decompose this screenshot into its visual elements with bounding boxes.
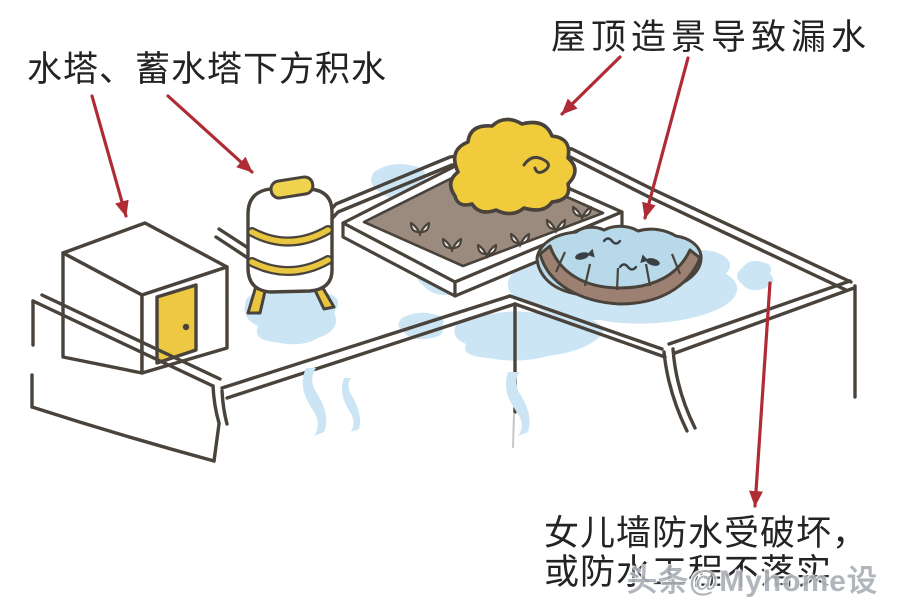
right-notch-curve-a bbox=[662, 350, 689, 433]
arrow-to-tank bbox=[166, 94, 254, 174]
bulkhead-door bbox=[155, 283, 198, 365]
front-right-inner-edge bbox=[508, 294, 664, 351]
shrub-cloud bbox=[448, 117, 577, 216]
left-wall-bottom-edge bbox=[30, 405, 216, 463]
water-tank bbox=[246, 175, 336, 315]
front-left-jog-b bbox=[220, 389, 229, 426]
label-parapet-line1: 女儿墙防水受破坏， bbox=[544, 514, 869, 553]
right-notch-curve-b bbox=[671, 347, 697, 430]
door-knob bbox=[182, 323, 190, 331]
annotation-arrows bbox=[90, 55, 772, 508]
front-left-inner-edge bbox=[220, 294, 512, 390]
tank-strap-1 bbox=[249, 227, 331, 245]
label-water-tank: 水塔、蓄水塔下方积水 bbox=[27, 50, 388, 89]
brick-joints bbox=[554, 251, 682, 291]
puddle-under-tank bbox=[244, 288, 339, 345]
wall-drips bbox=[302, 368, 530, 436]
front-right-upper-outer bbox=[673, 286, 856, 355]
front-left-outer-edge bbox=[225, 302, 517, 400]
pond-brick-edge bbox=[538, 244, 702, 306]
arrow-to-parapet-text bbox=[749, 281, 772, 508]
pond-fish-icon bbox=[575, 248, 660, 266]
left-jog-rise bbox=[212, 422, 221, 463]
tank-cap bbox=[269, 175, 315, 200]
left-wall-outer-edge bbox=[31, 299, 215, 388]
shrub-swirl bbox=[522, 155, 550, 174]
front-right-upper-inner bbox=[667, 279, 852, 346]
drip-below-peak bbox=[505, 372, 530, 436]
arrow-to-shrub bbox=[560, 55, 622, 116]
label-parapet-damage: 女儿墙防水受破坏，或防水工程不落实 bbox=[544, 514, 868, 592]
label-parapet-line2: 或防水工程不落实 bbox=[544, 553, 833, 592]
drip-below-tank bbox=[302, 368, 327, 436]
front-right-outer-edge bbox=[513, 302, 667, 359]
arrow-to-pond bbox=[642, 56, 690, 220]
front-corner-shadow bbox=[512, 413, 515, 448]
drip-center-left bbox=[341, 378, 361, 432]
label-roof-garden: 屋顶造景导致漏水 bbox=[551, 18, 872, 57]
pond-ripples bbox=[602, 237, 638, 271]
front-left-jog-a bbox=[211, 384, 221, 425]
puddle-right-of-pond bbox=[737, 260, 774, 291]
stair-bulkhead bbox=[61, 221, 229, 375]
landscape-pond bbox=[535, 224, 703, 306]
watermark: 头条@Myhome设计家 bbox=[627, 565, 878, 598]
tank-strap-2 bbox=[249, 257, 331, 274]
parapet-rim bbox=[30, 143, 857, 463]
arrow-to-bulkhead bbox=[90, 94, 129, 218]
garden-shrub bbox=[448, 117, 577, 216]
left-wall-inner-edge bbox=[40, 293, 222, 381]
